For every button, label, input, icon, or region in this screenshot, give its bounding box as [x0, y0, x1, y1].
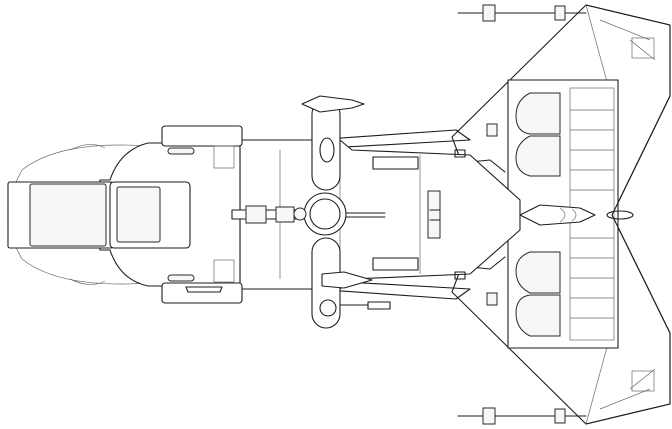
- upper-mount: [486, 123, 498, 137]
- lower-cannons: [457, 407, 587, 425]
- lower-mount: [486, 292, 498, 306]
- cockpit-section: [7, 125, 243, 304]
- upper-cannons: [457, 4, 587, 22]
- central-turret: [231, 95, 391, 329]
- wing-outline: [585, 4, 671, 425]
- central-fuselage: [239, 139, 521, 290]
- rear-engine-block: [507, 79, 634, 349]
